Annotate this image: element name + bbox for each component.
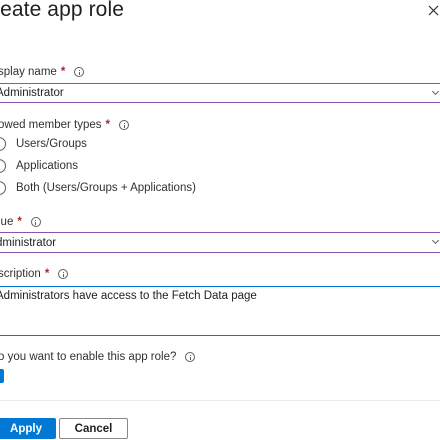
- close-icon[interactable]: [427, 4, 440, 17]
- info-icon[interactable]: [30, 217, 41, 227]
- info-icon[interactable]: [74, 67, 85, 77]
- cancel-button[interactable]: Cancel: [59, 418, 128, 439]
- member-types-label-row: owed member types *: [0, 119, 130, 131]
- required-marker: *: [17, 216, 22, 228]
- display-name-label-row: splay name *: [0, 66, 85, 78]
- apply-button[interactable]: Apply: [0, 418, 56, 439]
- enable-checkbox[interactable]: [0, 369, 4, 383]
- radio-label: Both (Users/Groups + Applications): [16, 182, 196, 194]
- radio-circle[interactable]: [0, 159, 6, 173]
- value-label-row: lue *: [0, 216, 41, 228]
- radio-users-groups[interactable]: Users/Groups: [0, 137, 87, 151]
- enable-label-row: o you want to enable this app role?: [0, 351, 196, 363]
- description-label: scription: [0, 268, 41, 280]
- member-types-label: owed member types: [0, 119, 102, 131]
- description-value: Administrators have access to the Fetch …: [0, 290, 257, 302]
- required-marker: *: [105, 119, 111, 131]
- info-icon[interactable]: [119, 120, 130, 130]
- page-title: reate app role: [0, 0, 124, 21]
- chevron-down-icon: [431, 236, 440, 245]
- radio-both[interactable]: Both (Users/Groups + Applications): [0, 181, 196, 195]
- info-icon[interactable]: [185, 352, 196, 362]
- radio-label: Users/Groups: [16, 138, 87, 150]
- chevron-down-icon: [431, 87, 440, 96]
- value-label: lue: [0, 216, 14, 228]
- radio-circle[interactable]: [0, 137, 6, 151]
- description-textarea[interactable]: Administrators have access to the Fetch …: [0, 286, 440, 336]
- radio-applications[interactable]: Applications: [0, 159, 78, 173]
- enable-label: o you want to enable this app role?: [0, 351, 177, 363]
- info-icon[interactable]: [58, 269, 69, 279]
- value-input[interactable]: dministrator: [0, 232, 440, 253]
- display-name-label: splay name: [0, 66, 57, 78]
- divider: [0, 400, 440, 401]
- required-marker: *: [60, 66, 66, 78]
- radio-circle[interactable]: [0, 181, 6, 195]
- radio-label: Applications: [16, 160, 79, 172]
- display-name-value: Administrator: [0, 87, 64, 99]
- display-name-input[interactable]: Administrator: [0, 83, 440, 103]
- required-marker: *: [44, 268, 50, 280]
- value-value: dministrator: [0, 237, 57, 249]
- description-label-row: scription *: [0, 268, 69, 280]
